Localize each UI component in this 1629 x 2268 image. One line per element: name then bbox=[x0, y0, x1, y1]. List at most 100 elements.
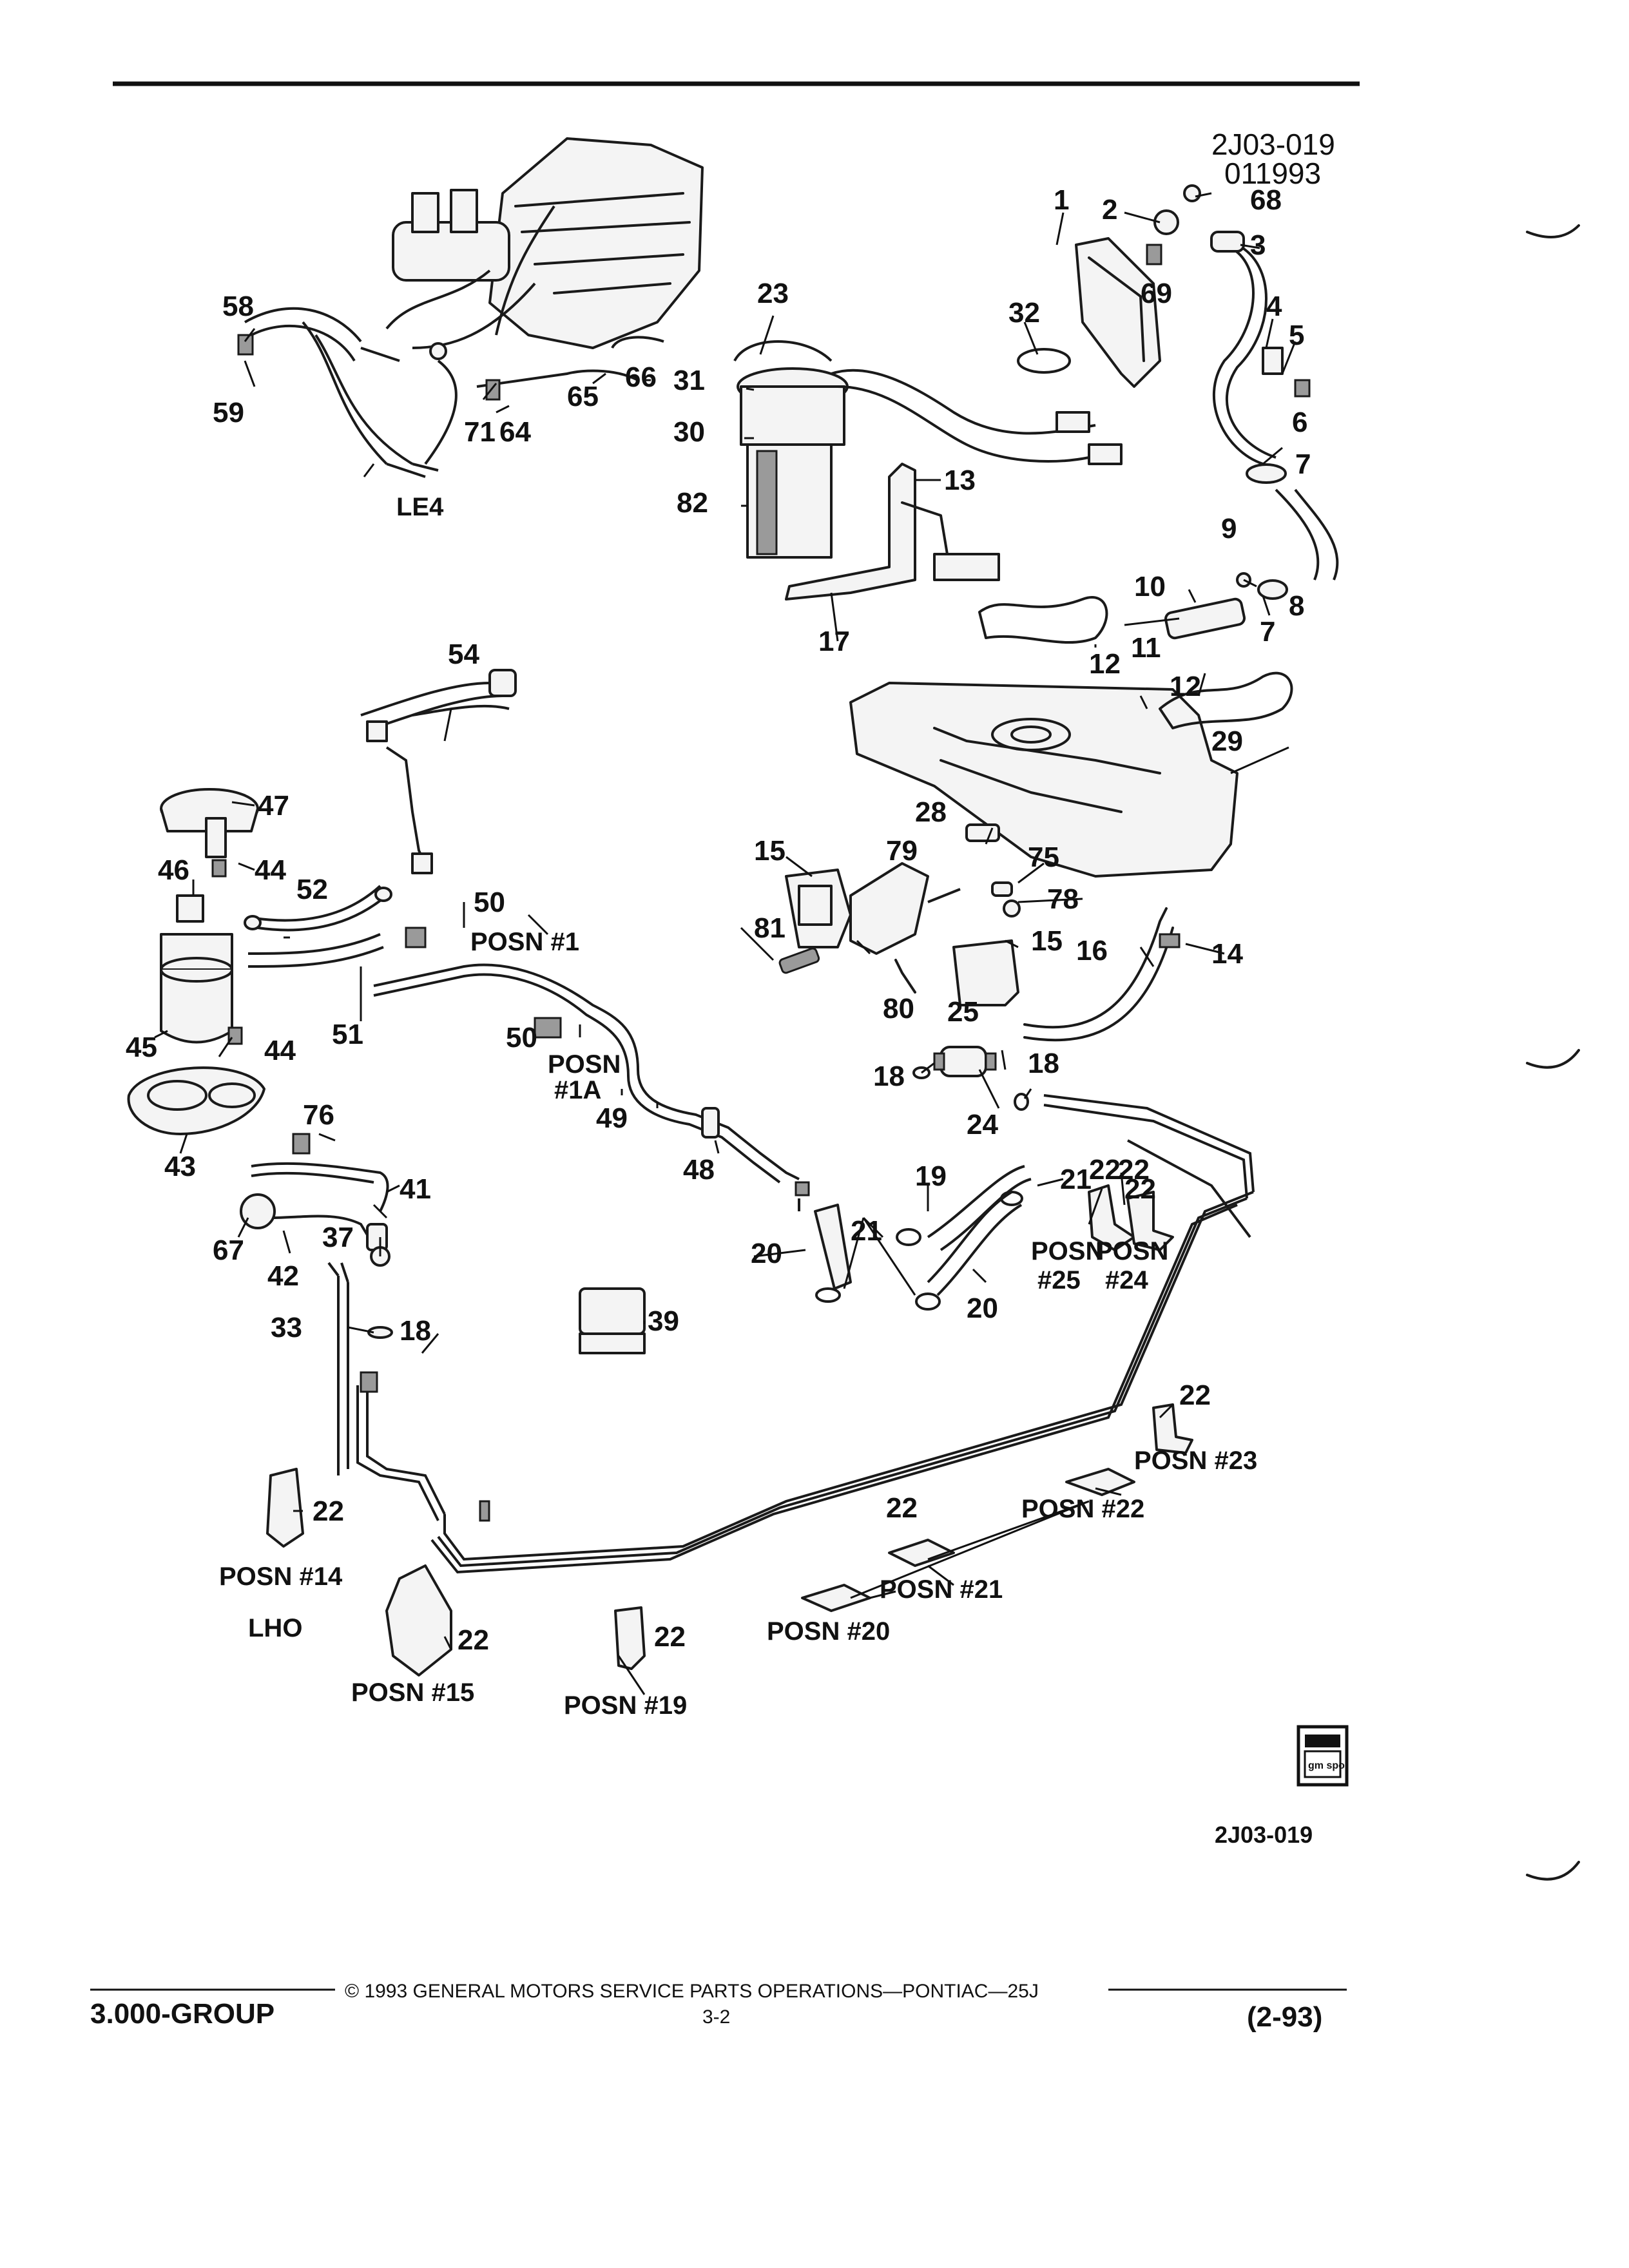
caption-posn-19: POSN #19 bbox=[564, 1691, 687, 1720]
callout-label: 47 bbox=[258, 790, 289, 822]
callout-label: 68 bbox=[1250, 184, 1282, 216]
callout-label: 17 bbox=[818, 626, 850, 657]
tank-strap-brackets bbox=[778, 823, 1181, 1042]
callout-label: 9 bbox=[1221, 513, 1237, 544]
caption-posn-24: POSN bbox=[1095, 1237, 1168, 1265]
callout-label: 15 bbox=[754, 835, 786, 867]
callout-label: 6 bbox=[1292, 407, 1307, 438]
callout-label: 44 bbox=[264, 1035, 296, 1066]
callout-label: 20 bbox=[751, 1238, 782, 1269]
callout-label: 18 bbox=[873, 1061, 905, 1092]
callout-label: 3 bbox=[1250, 229, 1266, 261]
caption-posn-22: POSN #22 bbox=[1021, 1495, 1144, 1523]
callout-label: 31 bbox=[673, 365, 705, 396]
position-captions: LE4 LHO POSN #1 POSN #1A POSN #25 POSN #… bbox=[219, 493, 1257, 1720]
callout-label: 65 bbox=[567, 381, 599, 412]
fuel-tank bbox=[849, 596, 1293, 878]
callout-label: 28 bbox=[915, 796, 947, 828]
callout-label: 16 bbox=[1076, 935, 1108, 966]
caption-posn-25-num: #25 bbox=[1037, 1266, 1081, 1294]
callout-label: 71 bbox=[464, 416, 496, 448]
callout-label: 18 bbox=[1028, 1048, 1059, 1079]
callout-label: 12 bbox=[1089, 648, 1121, 680]
caption-posn-24-num: #24 bbox=[1105, 1266, 1148, 1294]
callout-label: 79 bbox=[886, 835, 918, 867]
caption-posn-14: POSN #14 bbox=[219, 1562, 343, 1591]
callout-label: 7 bbox=[1295, 448, 1311, 480]
header-code: 2J03-019 bbox=[1211, 128, 1335, 161]
callout-label: 4 bbox=[1266, 291, 1282, 322]
callout-label: 75 bbox=[1028, 841, 1059, 873]
callout-label: 49 bbox=[596, 1102, 628, 1134]
caption-posn-1: POSN #1 bbox=[470, 928, 579, 956]
caption-le4: LE4 bbox=[396, 493, 444, 521]
callout-label: 42 bbox=[267, 1260, 299, 1292]
caption-posn-23: POSN #23 bbox=[1134, 1446, 1257, 1475]
fuel-pump-sender-assembly bbox=[733, 340, 1123, 601]
callout-label: 5 bbox=[1289, 320, 1304, 351]
caption-lho: LHO bbox=[248, 1614, 302, 1642]
callout-label: 32 bbox=[1008, 297, 1040, 329]
callout-label: 19 bbox=[915, 1160, 947, 1192]
callout-label: 22 bbox=[313, 1495, 344, 1527]
callout-label: 30 bbox=[673, 416, 705, 448]
footer-copyright: © 1993 GENERAL MOTORS SERVICE PARTS OPER… bbox=[345, 1981, 1039, 2002]
page-footer: 3.000-GROUP © 1993 GENERAL MOTORS SERVIC… bbox=[90, 1981, 1347, 2033]
callout-label: 22 bbox=[1089, 1154, 1121, 1186]
caption-posn-21: POSN #21 bbox=[880, 1575, 1003, 1604]
header-date-code: 011993 bbox=[1224, 157, 1321, 190]
callout-label: 25 bbox=[947, 996, 979, 1028]
logo-text: gm spo bbox=[1308, 1760, 1345, 1771]
callout-label: 23 bbox=[757, 278, 789, 309]
callout-label: 51 bbox=[332, 1019, 363, 1050]
figure-code: 2J03-019 bbox=[1215, 1821, 1313, 1848]
callout-label: 44 bbox=[255, 854, 286, 886]
callout-label: 22 bbox=[1124, 1173, 1156, 1205]
callout-label: 48 bbox=[683, 1154, 715, 1186]
callout-label: 37 bbox=[322, 1222, 354, 1253]
callout-label: 7 bbox=[1260, 616, 1275, 648]
callout-label: 43 bbox=[164, 1151, 196, 1182]
callout-label: 22 bbox=[654, 1621, 686, 1653]
callout-label: 59 bbox=[213, 397, 244, 428]
caption-posn-20: POSN #20 bbox=[767, 1617, 890, 1646]
callout-label: 1 bbox=[1054, 184, 1069, 216]
footer-page: 3-2 bbox=[702, 2006, 730, 2028]
callout-label: 67 bbox=[213, 1235, 244, 1266]
engine-assembly-le4 bbox=[237, 137, 704, 478]
callout-label: 80 bbox=[883, 993, 914, 1024]
callout-label: 12 bbox=[1170, 671, 1201, 702]
fuel-lines bbox=[240, 669, 1255, 1574]
gm-spo-logo: gm spo bbox=[1296, 1725, 1349, 1787]
callout-label: 14 bbox=[1211, 938, 1243, 970]
callout-label: 20 bbox=[967, 1293, 998, 1324]
callout-label: 22 bbox=[458, 1624, 489, 1656]
evap-canister-assembly bbox=[127, 788, 646, 1354]
callout-label: 82 bbox=[677, 487, 708, 519]
callout-label: 81 bbox=[754, 912, 786, 944]
callout-label: 64 bbox=[499, 416, 531, 448]
line-clip-brackets bbox=[266, 1184, 1193, 1677]
callout-label: 18 bbox=[400, 1315, 431, 1347]
callout-label: 21 bbox=[1060, 1164, 1092, 1195]
callout-label: 46 bbox=[158, 854, 189, 886]
binding-marks bbox=[1526, 224, 1580, 1881]
callout-label: 21 bbox=[851, 1215, 882, 1247]
callout-label: 29 bbox=[1211, 726, 1243, 757]
caption-posn-1a-num: #1A bbox=[554, 1076, 601, 1104]
fuel-filler-assembly bbox=[1017, 184, 1339, 640]
callout-label: 78 bbox=[1047, 883, 1079, 915]
callouts: 1 2 3 4 5 6 7 7 8 9 10 11 12 12 13 14 15… bbox=[126, 184, 1311, 1656]
callout-label: 39 bbox=[648, 1305, 679, 1337]
callout-label: 22 bbox=[1179, 1379, 1211, 1411]
callout-label: 58 bbox=[222, 291, 254, 322]
leader-lines bbox=[154, 192, 1296, 1695]
callout-label: 76 bbox=[303, 1099, 334, 1131]
footer-group: 3.000-GROUP bbox=[90, 1998, 275, 2030]
caption-posn-1a: POSN bbox=[548, 1050, 621, 1079]
callout-label: 22 bbox=[886, 1492, 918, 1524]
callout-label: 24 bbox=[967, 1109, 998, 1140]
callout-label: 69 bbox=[1141, 278, 1172, 309]
callout-label: 66 bbox=[625, 361, 657, 393]
